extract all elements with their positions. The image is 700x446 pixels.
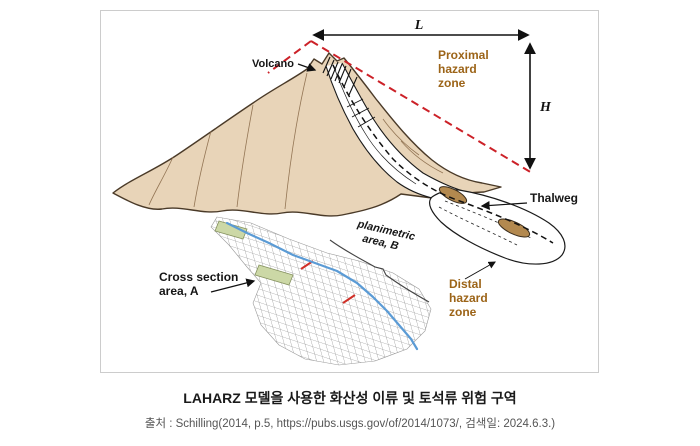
figure-source: 출처 : Schilling(2014, p.5, https://pubs.u… [144, 418, 556, 430]
figure-caption: LAHARZ 모델을 사용한 화산성 이류 및 토석류 위험 구역 [183, 390, 517, 406]
grid-mesh-group [210, 216, 432, 366]
channel-braid-line [333, 66, 417, 185]
laharz-diagram: L H Volcano Proximal hazard zone Thalweg… [112, 18, 578, 366]
channel-left-outline [325, 65, 433, 199]
grid-section-green-2 [254, 264, 294, 286]
planimetric-label: planimetric area, B [355, 218, 416, 253]
lobe-flow-line-1 [438, 206, 518, 246]
cross-section-arrow [210, 278, 256, 293]
grid-cells [210, 216, 432, 366]
channel-rungs [346, 98, 376, 128]
lahar-channel-group [322, 56, 464, 199]
distal-label-line1: Distal [449, 277, 482, 291]
proximal-label-line3: zone [438, 76, 466, 90]
thalweg-label: Thalweg [530, 191, 578, 205]
cross-section-ellipse-upper [438, 186, 468, 204]
grid-section-green-1 [214, 220, 248, 240]
distal-label-line2: hazard [449, 291, 488, 305]
grid-section-red-2 [342, 294, 356, 304]
figure-panel: L H Volcano Proximal hazard zone Thalweg… [100, 10, 599, 373]
height-symbol: H [539, 100, 552, 115]
cross-section-label: Cross section area, A [159, 270, 238, 298]
thalweg-arrow [480, 201, 528, 210]
proximal-zone-label: Proximal hazard zone [438, 48, 489, 90]
channel-right-outline [341, 62, 464, 192]
proximal-label-line1: Proximal [438, 48, 489, 62]
proximal-label-line2: hazard [438, 62, 477, 76]
cross-section-label-line2: area, A [159, 284, 199, 298]
cross-section-label-line1: Cross section [159, 270, 238, 284]
summit-hatch [322, 56, 358, 96]
volcano-label: Volcano [252, 58, 294, 70]
planimetric-brace [329, 239, 430, 303]
proximal-boundary-left [267, 40, 312, 74]
distal-label-line3: zone [449, 305, 477, 319]
thalweg-dashed-line [332, 64, 554, 244]
cross-section-ellipse-lower [497, 218, 531, 238]
mountain-ridge-lines [148, 72, 444, 210]
distal-lobe-group [332, 64, 566, 265]
distal-zone-label: Distal hazard zone [449, 277, 488, 319]
volcano-arrow [297, 63, 317, 72]
stream-line [225, 221, 419, 351]
proximal-boundary-right [310, 40, 533, 174]
length-symbol: L [414, 18, 424, 33]
proximal-boundary-group [267, 40, 533, 174]
distal-zone-leader [464, 261, 496, 280]
